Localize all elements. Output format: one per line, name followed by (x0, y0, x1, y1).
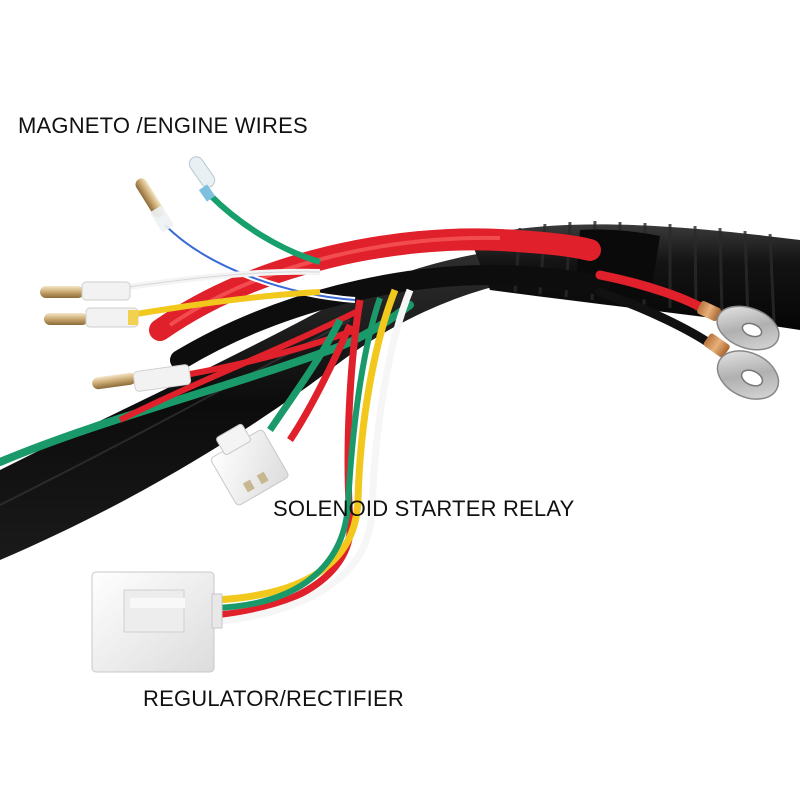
regulator-rectifier-label: REGULATOR/RECTIFIER (143, 686, 404, 711)
red-lead (184, 327, 357, 378)
regulator-white-wire (214, 288, 414, 626)
ring-terminal-upper (697, 300, 780, 351)
black-main-wire (170, 264, 610, 370)
bullet-connector-white (40, 281, 131, 301)
green-lead (207, 192, 321, 265)
bullet-connector-blue (135, 178, 174, 232)
bullet-connector-green (188, 156, 216, 202)
solenoid-starter-relay-label: SOLENOID STARTER RELAY (273, 496, 575, 521)
regulator-yellow-wire (214, 288, 399, 604)
solenoid-red-wire (287, 323, 354, 442)
magneto-engine-wires-label: MAGNETO /ENGINE WIRES (18, 113, 308, 138)
red-lead-2 (118, 307, 362, 423)
yellow-lead (129, 289, 321, 318)
regulator-red-wire (214, 299, 364, 619)
ring-terminal-lower (703, 333, 780, 400)
bullet-connector-red (92, 364, 192, 392)
green-wire (0, 301, 414, 466)
solenoid-connector (210, 423, 289, 506)
bullet-connector-yellow (44, 307, 139, 328)
regulator-green-wire (214, 297, 383, 611)
regulator-connector (91, 571, 223, 673)
solenoid-green-wire (267, 318, 344, 432)
